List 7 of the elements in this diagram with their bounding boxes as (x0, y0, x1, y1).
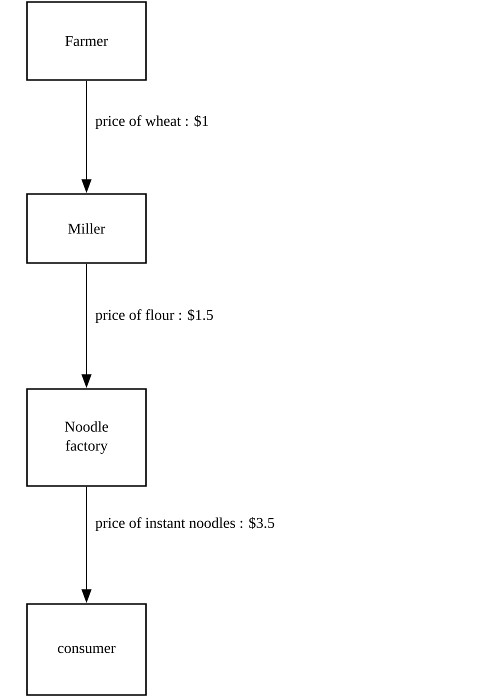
edge-label: price of flour : $1.5 (95, 309, 213, 324)
process-box: Noodle factory (26, 388, 147, 487)
process-box: consumer (26, 603, 147, 696)
edge-label: price of instant noodles : $3.5 (95, 516, 274, 532)
process-box: Miller (26, 193, 147, 264)
process-box: Farmer (26, 1, 147, 81)
edge-label: price of wheat : $1 (95, 115, 208, 130)
